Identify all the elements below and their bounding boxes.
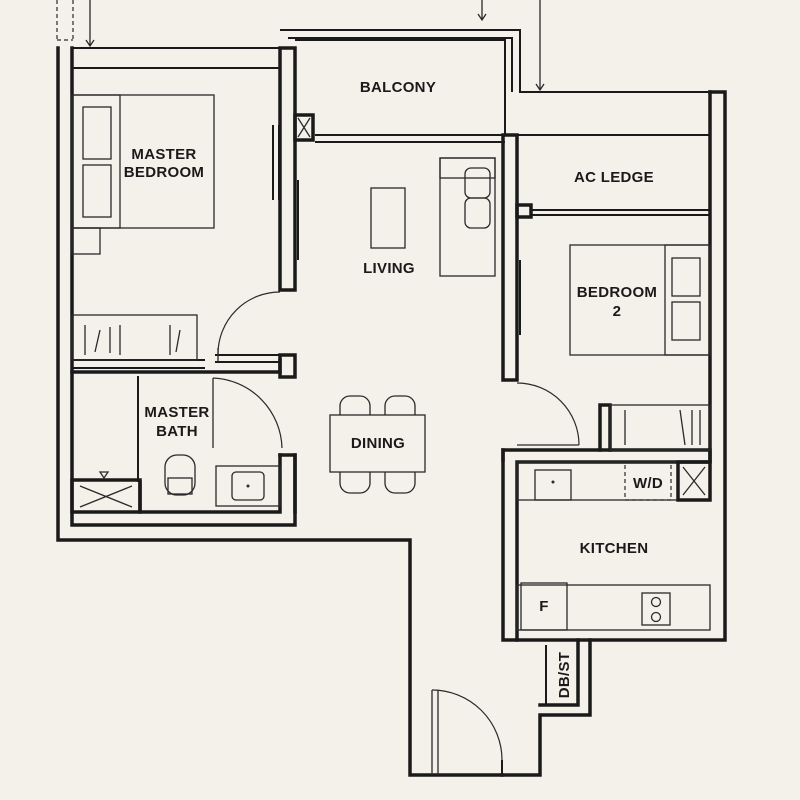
dining-set	[329, 395, 426, 494]
living-furniture	[297, 157, 504, 277]
service-box	[676, 460, 712, 502]
pillow-icon	[82, 106, 112, 160]
label-master-bath-2: BATH	[156, 423, 198, 440]
master-bedroom-furniture	[71, 94, 280, 361]
entrance-door	[431, 689, 503, 775]
dining-table	[329, 414, 426, 473]
marker-arrow-mid-icon	[477, 0, 487, 22]
label-db-st: DB/ST	[556, 652, 573, 699]
drain-marker-icon	[98, 471, 110, 480]
room-labels: BALCONY MASTER BEDROOM LIVING AC LEDGE B…	[124, 79, 663, 698]
master-bedroom-door	[217, 291, 281, 362]
pillow-icon	[671, 301, 701, 341]
master-bath-fixtures	[79, 377, 283, 508]
label-kitchen: KITCHEN	[580, 540, 649, 557]
bedroom2-furniture	[519, 244, 711, 451]
toilet-icon	[164, 454, 196, 496]
wardrobe-2	[609, 404, 711, 451]
label-washer-dryer: W/D	[633, 475, 663, 492]
kitchen-counter-bottom	[516, 584, 711, 631]
label-bedroom-2-line2: 2	[613, 303, 622, 320]
vanity	[215, 465, 281, 507]
washer-dryer-outline	[624, 461, 672, 501]
label-balcony: BALCONY	[360, 79, 436, 96]
kitchen-sink-icon	[534, 469, 572, 501]
hob-icon	[641, 592, 671, 626]
label-master-bath-1: MASTER	[144, 404, 209, 421]
pillow-icon	[671, 257, 701, 297]
label-fridge: F	[539, 598, 548, 615]
marker-arrow-right-icon	[535, 0, 545, 92]
wardrobe	[71, 314, 198, 361]
marker-arrow-left-icon	[85, 0, 95, 48]
sink-icon	[231, 471, 265, 501]
coffee-table	[370, 187, 406, 249]
bedroom2-door	[516, 382, 580, 446]
dimension-markers	[56, 0, 545, 92]
cushion-icon	[464, 167, 491, 199]
kitchen-fixtures	[516, 460, 712, 631]
shower-tray-icon	[79, 485, 133, 508]
cushion-icon	[464, 197, 491, 229]
fridge	[520, 582, 568, 631]
label-living: LIVING	[363, 260, 415, 277]
sofa	[439, 157, 496, 277]
label-master-bedroom-1: MASTER	[131, 146, 196, 163]
label-ac-ledge: AC LEDGE	[574, 169, 654, 186]
pillow-icon	[82, 164, 112, 218]
top-left-dashed-marker	[56, 0, 74, 41]
label-master-bedroom-2: BEDROOM	[124, 164, 204, 181]
label-bedroom-2-line1: BEDROOM	[577, 284, 657, 301]
label-dining: DINING	[351, 435, 405, 452]
kitchen-counter-top	[516, 461, 711, 501]
